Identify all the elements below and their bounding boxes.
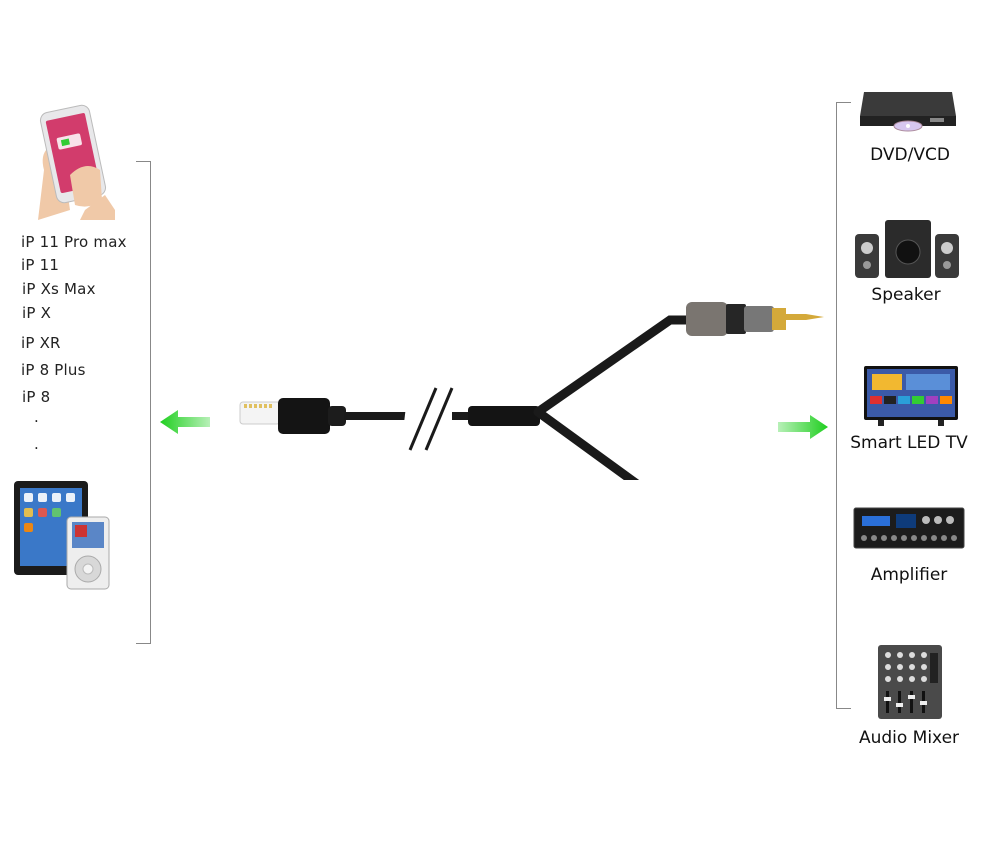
device-label-amplifier: Amplifier: [870, 565, 948, 585]
model-item: iP 8: [22, 388, 51, 406]
device-label-dvd: DVD/VCD: [870, 145, 950, 165]
audio-mixer-icon: [878, 645, 942, 719]
right-bracket: [836, 102, 851, 709]
ellipsis-dot: .: [34, 435, 39, 453]
phone-in-hand-image: [30, 100, 115, 220]
model-item: iP 8 Plus: [21, 361, 86, 379]
device-label-audio-mixer: Audio Mixer: [858, 728, 960, 748]
lightning-to-rca-cable-image: [230, 290, 830, 536]
device-label-speaker: Speaker: [871, 285, 941, 305]
left-arrow-icon: [160, 410, 212, 434]
model-item: iP X: [22, 304, 52, 322]
model-item: iP 11: [21, 256, 60, 274]
right-arrow-icon: [778, 415, 828, 439]
device-label-tv: Smart LED TV: [850, 433, 968, 453]
tv-icon: [864, 366, 958, 426]
ellipsis-dot: .: [34, 408, 39, 426]
speaker-icon: [855, 220, 963, 282]
left-bracket: [136, 161, 151, 644]
ipad-ipod-image: [14, 481, 114, 591]
dvd-player-icon: [860, 86, 956, 138]
model-item: iP Xs Max: [22, 280, 96, 298]
model-item: iP 11 Pro max: [21, 233, 127, 251]
model-item: iP XR: [21, 334, 61, 352]
amplifier-icon: [852, 502, 966, 552]
